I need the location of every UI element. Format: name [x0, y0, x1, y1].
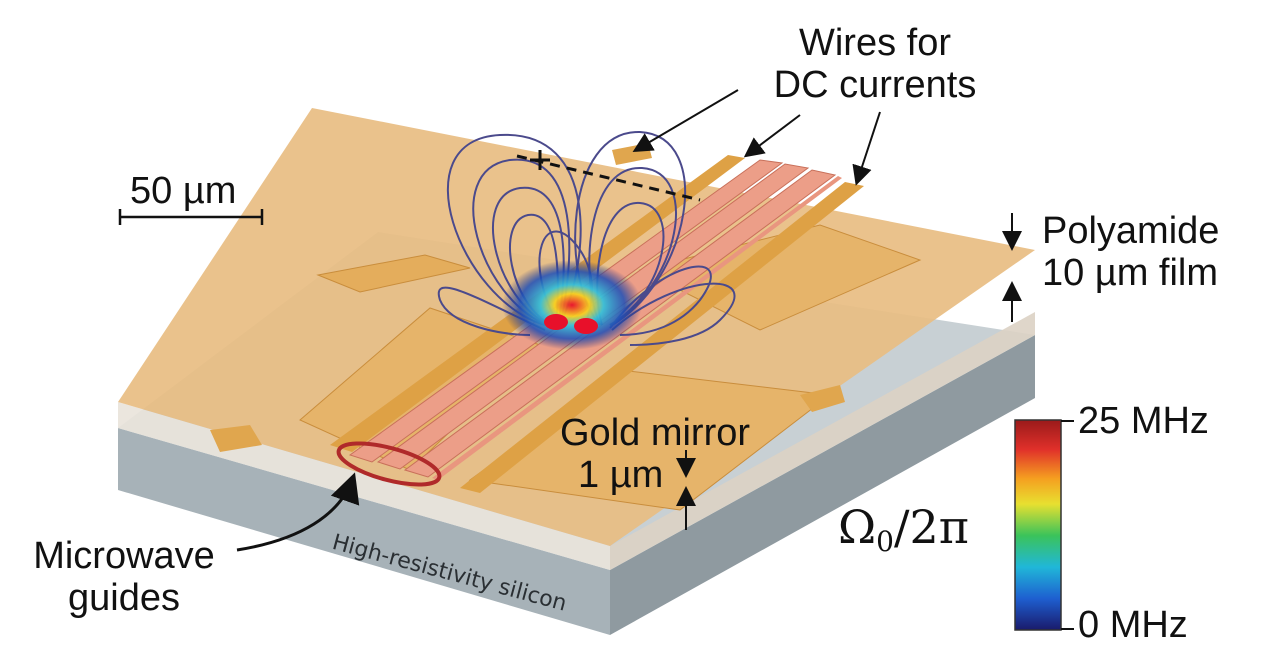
colorbar-symbol-main: Ω [838, 500, 877, 554]
colorbar-max-label: 25 MHz [1078, 400, 1209, 442]
microwave-guide-4 [432, 176, 842, 480]
field-peak-left [544, 314, 568, 330]
microwave-label: Microwave guides [14, 535, 234, 619]
silicon-side-face [610, 335, 1035, 635]
arrow-wire-right [852, 111, 881, 186]
colorbar-symbol-subscript: 0 [876, 525, 894, 558]
film-side-face [610, 312, 1035, 570]
wires-label: Wires for DC currents [770, 22, 980, 106]
gold-pad-small-right [800, 385, 845, 412]
gold-pad-left [316, 254, 471, 293]
colorbar-symbol-suffix: /2π [893, 500, 969, 554]
arrow-wire-left [632, 89, 739, 153]
polyamide-label: Polyamide 10 µm film [1042, 210, 1219, 294]
polyamide-label-line2: 10 µm film [1042, 252, 1219, 294]
arrow-microwave [236, 472, 360, 552]
silicon-front-face [118, 428, 610, 635]
gold-mirror-label-line2: 1 µm [578, 454, 664, 496]
arrow-wire-middle [743, 114, 801, 158]
field-hotspot [502, 260, 642, 350]
scale-bar-label: 50 µm [130, 170, 237, 212]
guides-highlight-ellipse [336, 441, 442, 487]
polyamide-label-line1: Polyamide [1042, 210, 1220, 252]
colorbar [1014, 419, 1062, 631]
microwave-label-line1: Microwave [33, 535, 215, 577]
colorbar-symbol: Ω0/2π [838, 500, 969, 558]
field-peak-right [574, 318, 598, 334]
plus-marker [530, 150, 550, 170]
wires-label-line1: Wires for [799, 22, 951, 64]
wires-label-line2: DC currents [773, 64, 977, 106]
microwave-label-line2: guides [68, 577, 180, 619]
dashed-cut-line [516, 154, 701, 202]
gold-mirror-label-line1: Gold mirror [560, 412, 751, 454]
gold-pad-top [612, 143, 652, 165]
colorbar-min-label: 0 MHz [1078, 604, 1188, 646]
gold-pad-small-left [210, 425, 262, 452]
gold-mirror-label: Gold mirror 1 µm [560, 412, 780, 496]
dc-wire-right [460, 182, 864, 493]
